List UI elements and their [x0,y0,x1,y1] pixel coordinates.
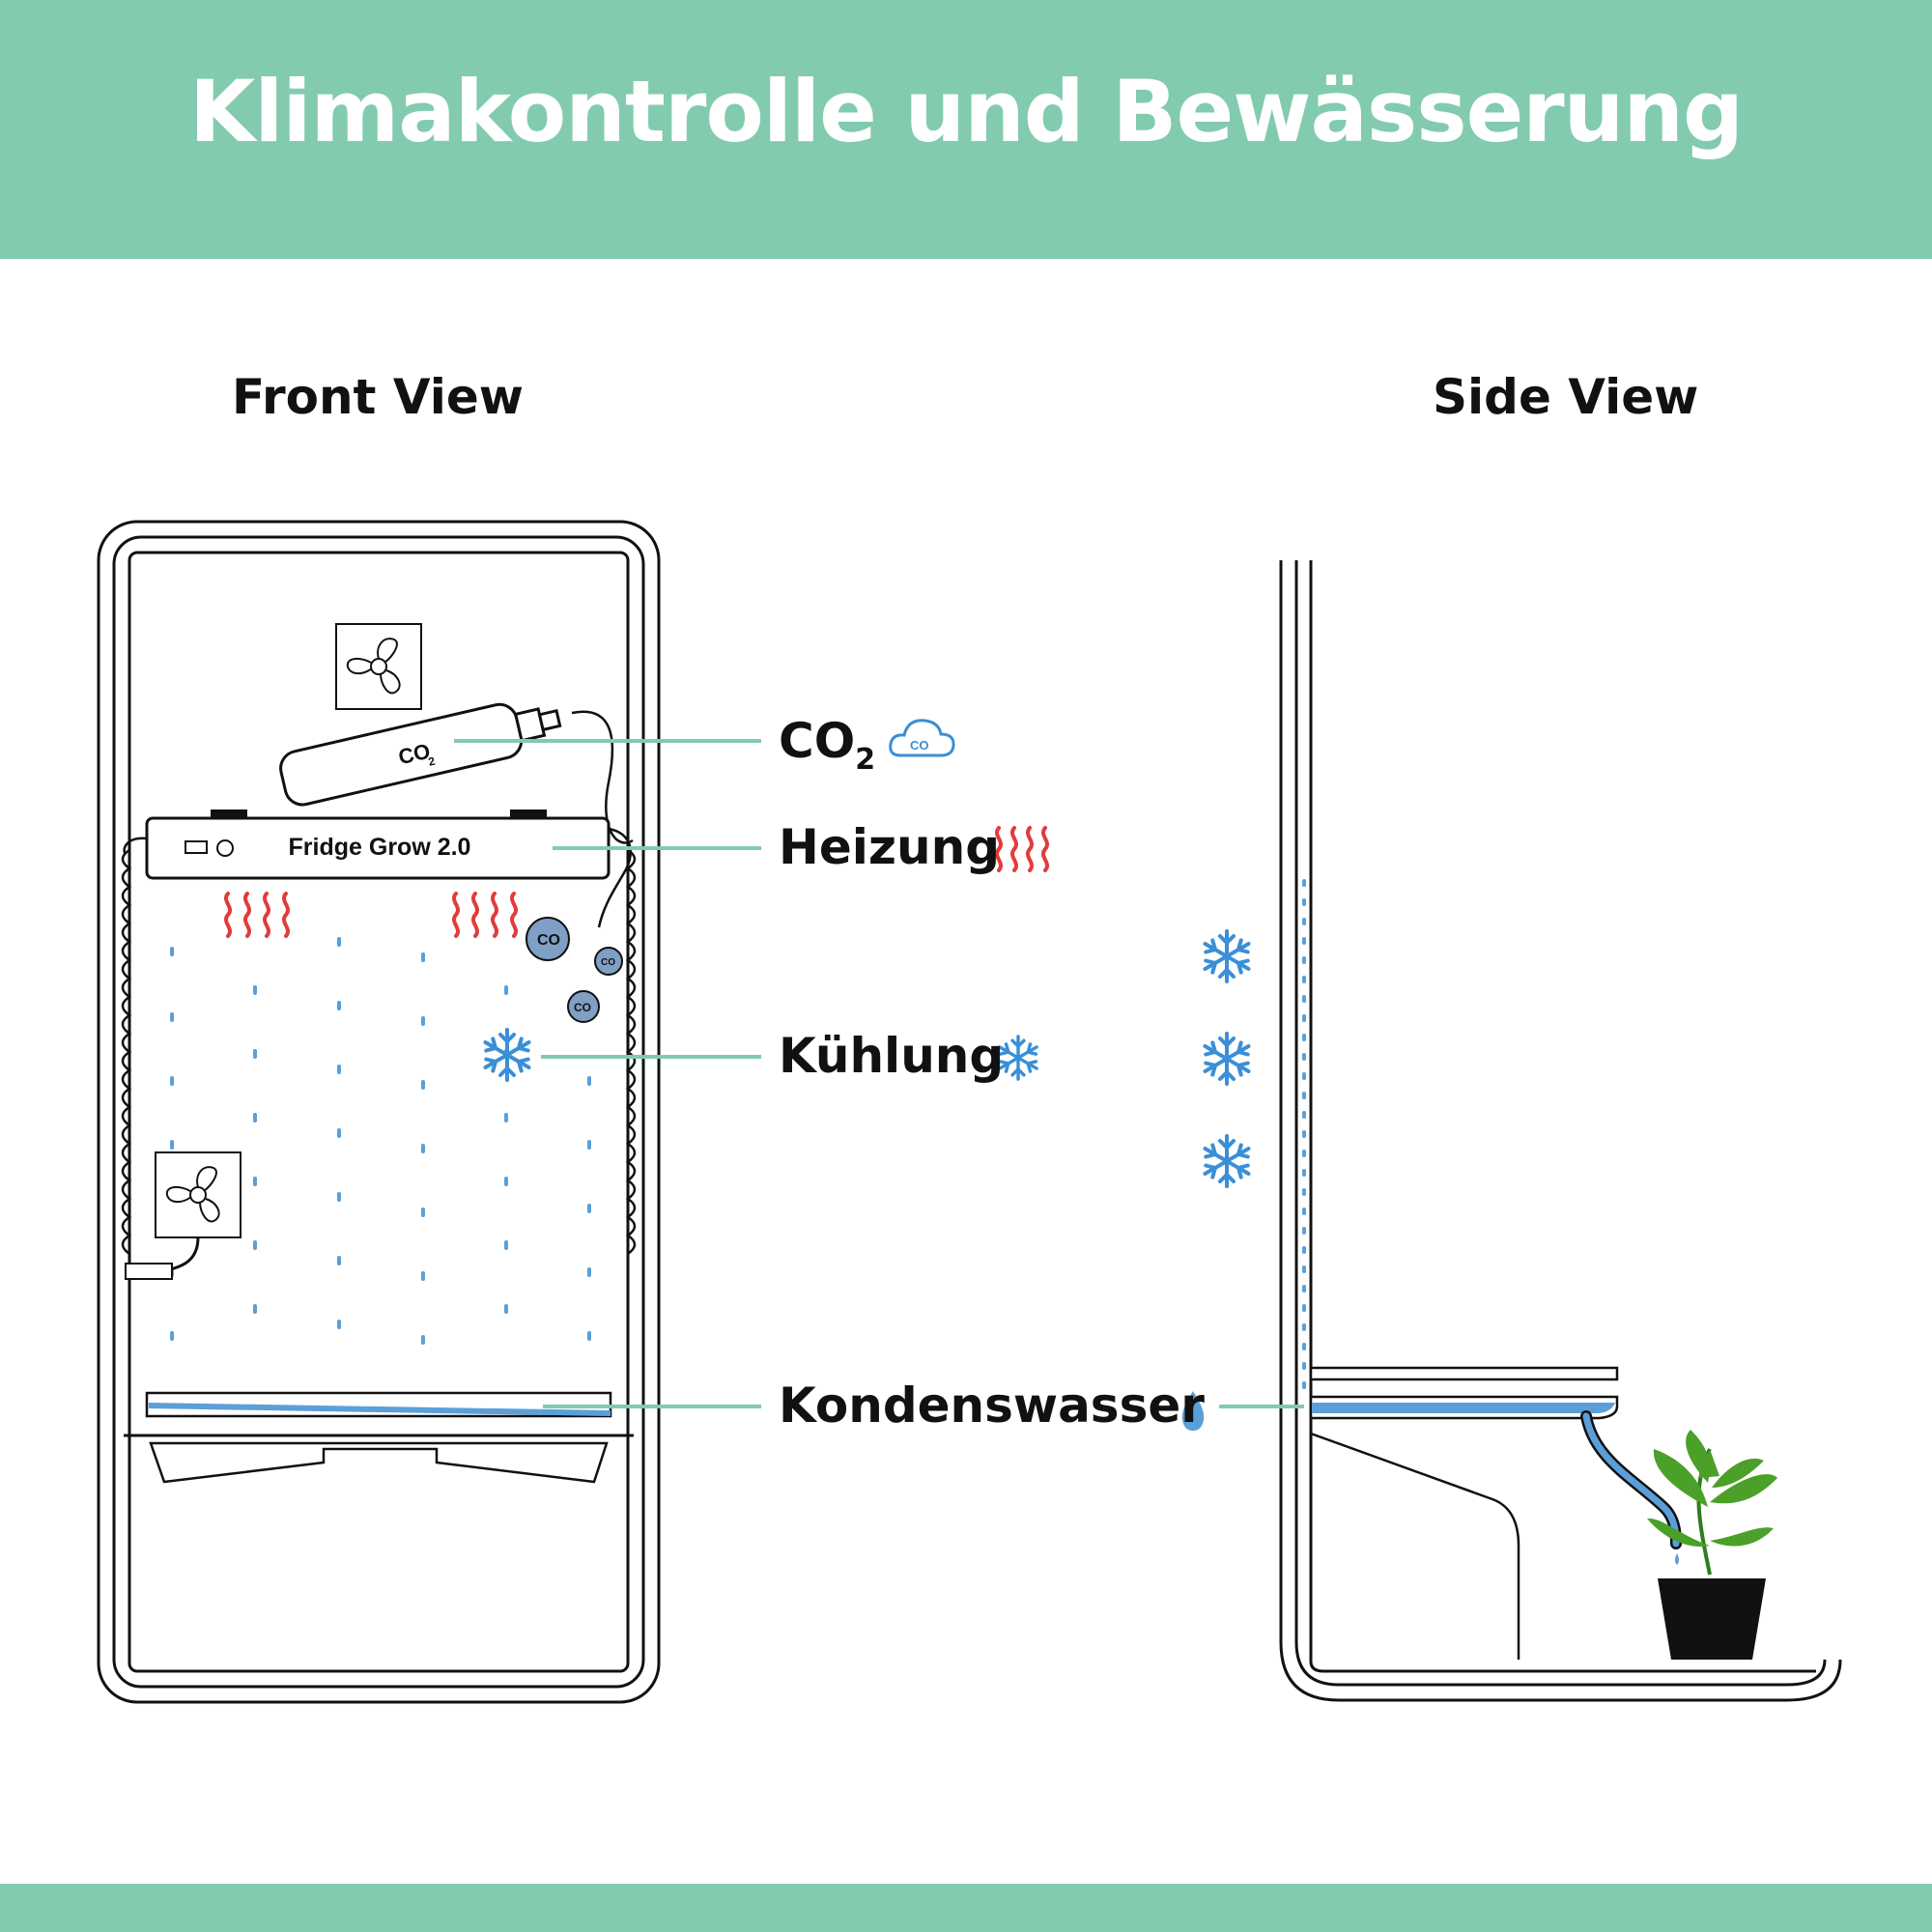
side-snowflake-icon [1203,929,1251,983]
device-name: Fridge Grow 2.0 [289,834,471,861]
bottom-fan-icon [155,1151,242,1238]
svg-text:CO: CO [574,1001,591,1014]
callout-co2: CO2 [779,713,875,777]
side-view-fridge [1279,560,1842,1702]
right-wall-coil [625,848,637,1256]
left-wall-coil [121,848,132,1256]
controller-knob-icon [216,839,234,857]
callout-kuehlung: Kühlung [779,1028,1005,1084]
side-snowflake-icon [1203,1032,1251,1086]
page-title: Klimakontrolle und Bewässerung [189,62,1744,161]
top-fan-icon [335,623,422,710]
plant-icon [1647,1430,1777,1660]
bottle-co2-sub: 2 [427,754,437,769]
drip-tray-side [1309,1366,1619,1660]
heat-waves-icon [994,826,1050,872]
snowflake-icon [998,1035,1038,1081]
callout-kondenswasser: Kondenswasser [779,1378,1205,1434]
condensation-dots [170,937,591,1345]
footer-bar [0,1884,1932,1932]
header-banner: Klimakontrolle und Bewässerung [0,0,1932,259]
front-view-title: Front View [232,369,524,425]
fridge-grow-controller: Fridge Grow 2.0 [123,810,632,928]
controller-display-icon [185,840,208,854]
drip-icon [1675,1553,1679,1565]
callout-co2-text: CO [779,713,856,769]
water-drop-icon [1181,1391,1205,1431]
svg-text:CO: CO [601,957,615,968]
co2-bottle: CO 2 [279,702,634,844]
fan-cable [125,1236,200,1280]
side-view-title: Side View [1433,369,1699,425]
svg-text:CO: CO [910,738,929,753]
drip-tray-front [145,1391,612,1484]
side-snowflake-icon [1203,1134,1251,1188]
side-condensation-dots [1302,879,1306,1389]
co2-cloud-icon: CO [889,719,955,757]
drain-hose [1580,1410,1682,1565]
svg-text:CO: CO [537,932,560,949]
co2-bubble-icon: CO CO CO [526,917,623,1023]
callout-heizung: Heizung [779,819,1000,875]
callout-co2-sub: 2 [855,743,876,777]
callout-lines [454,739,1304,1408]
